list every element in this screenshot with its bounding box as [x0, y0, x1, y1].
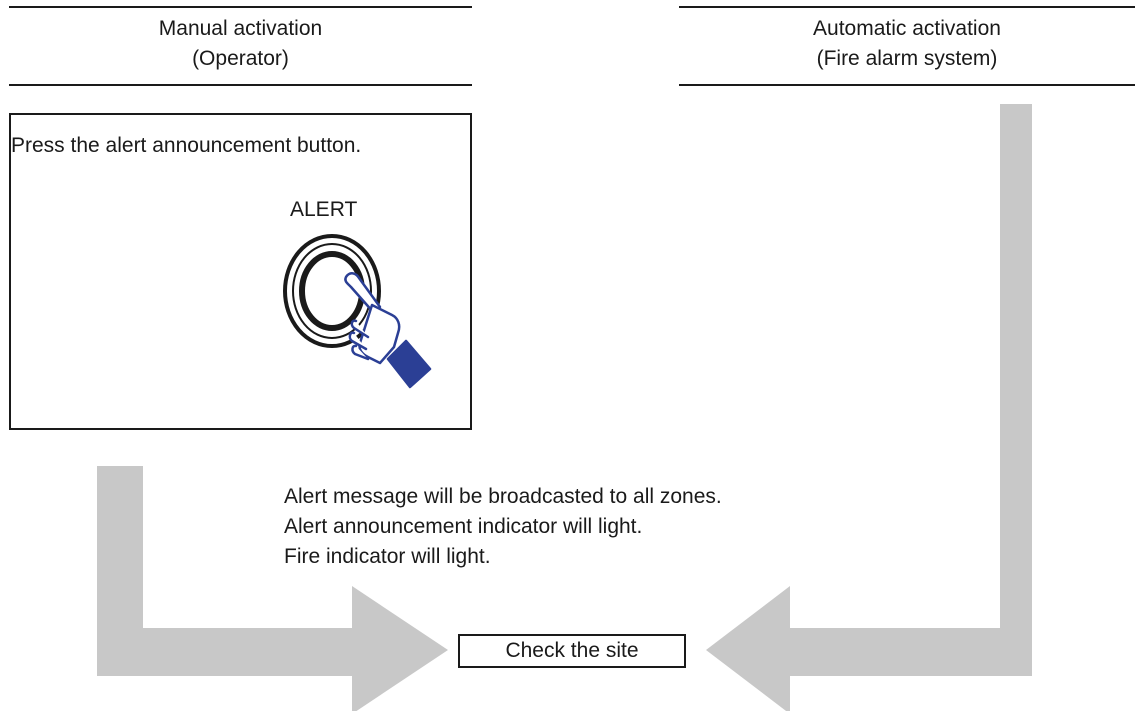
automatic-flow-arrow [706, 104, 1032, 711]
automatic-activation-actor: (Fire alarm system) [816, 47, 998, 70]
manual-header-bottom-rule [9, 84, 472, 86]
manual-flow-arrow [97, 466, 448, 711]
automatic-header-top-rule [679, 6, 1135, 8]
manual-activation-actor: (Operator) [192, 47, 289, 70]
result-description: Alert message will be broadcasted to all… [284, 482, 722, 572]
automatic-activation-heading: Automatic activation (Fire alarm system) [679, 14, 1135, 74]
manual-header-top-rule [9, 6, 472, 8]
automatic-activation-title: Automatic activation [813, 17, 1001, 40]
manual-activation-heading: Manual activation (Operator) [9, 14, 472, 74]
manual-activation-box: Press the alert announcement button. ALE… [9, 113, 472, 430]
pressing-hand-icon [344, 272, 432, 389]
alert-button-label: ALERT [290, 198, 358, 221]
alert-button-icon[interactable] [283, 234, 381, 348]
result-line-alert-indicator: Alert announcement indicator will light. [284, 515, 643, 538]
automatic-header-bottom-rule [679, 84, 1135, 86]
result-line-fire-indicator: Fire indicator will light. [284, 545, 491, 568]
check-the-site-box: Check the site [458, 634, 686, 668]
instruction-text: Press the alert announcement button. [11, 134, 362, 157]
result-line-broadcast: Alert message will be broadcasted to all… [284, 485, 722, 508]
alert-button-illustration [283, 234, 432, 389]
manual-activation-title: Manual activation [158, 17, 323, 40]
